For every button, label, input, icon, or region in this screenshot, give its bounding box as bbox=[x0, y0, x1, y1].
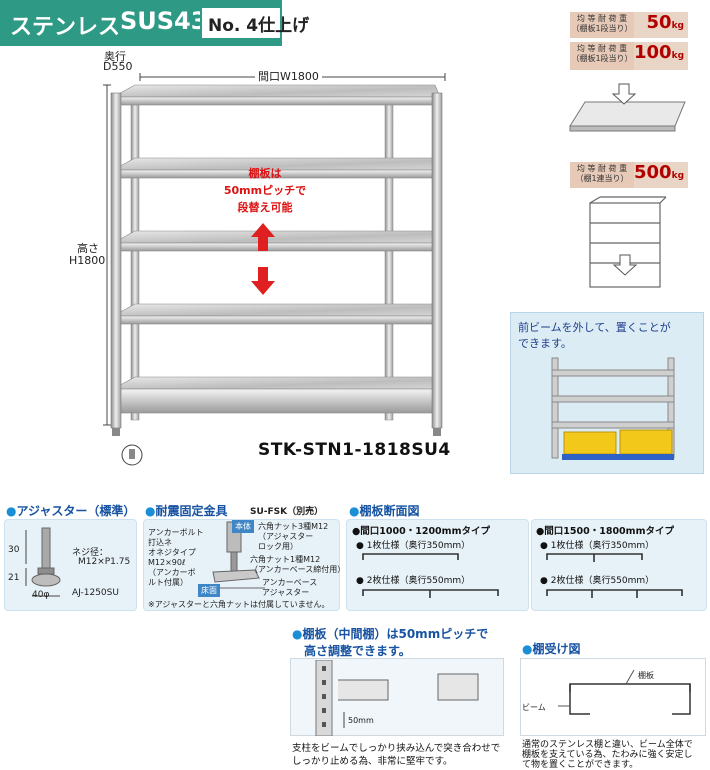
nut-1-note: 六角ナット1種M12 （アンカーベース締付用） bbox=[250, 555, 346, 574]
adjuster-dim-21: 21 bbox=[8, 573, 20, 583]
seismic-body-label: 本体 bbox=[232, 520, 254, 533]
model-number: STK-STN1-1818SU4 bbox=[258, 440, 451, 460]
adjuster-screw-label: ネジ径： bbox=[72, 548, 109, 558]
receiver-footnote: 通常のステンレス棚と違い、ビーム全体で 棚板を支えている為、たわみに強く安定し … bbox=[522, 740, 693, 770]
pitch-note-1: 棚板は bbox=[248, 167, 282, 180]
load-badge-2-value: 100kg bbox=[634, 42, 688, 70]
pitch-footnote: 支柱をビームでしっかり挟み込んで突き合わせで しっかり止める為、非常に堅牢です。 bbox=[292, 743, 501, 767]
load-badge-1-label: 均 等 耐 荷 重 （棚板1段当り） bbox=[570, 12, 634, 38]
receiver-beam-label: ビーム bbox=[522, 703, 546, 712]
section-left-title: ●間口1000・1200mmタイプ bbox=[352, 526, 490, 537]
load-badge-3-value: 500kg bbox=[634, 162, 688, 188]
anchor-base-note: アンカーベース アジャスター bbox=[262, 578, 318, 597]
finish-title: No. 4仕上げ bbox=[208, 16, 310, 36]
section-panel-right bbox=[531, 519, 707, 611]
section-left-profiles bbox=[362, 553, 499, 598]
section-left-two: ● 2枚仕様（奥行550mm） bbox=[356, 576, 471, 586]
photo-caption: 前ビームを外して、置くことが できます。 bbox=[518, 321, 671, 350]
shelf-board-icon bbox=[569, 83, 686, 132]
receiver-shelf-label: 棚板 bbox=[638, 671, 654, 680]
anchor-bolt-note: アンカーボルト 打込ネ オネジタイプ M12×90ℓ （アンカーボ ルト付属） bbox=[148, 528, 204, 587]
depth-label: 奥行 bbox=[104, 50, 126, 63]
pitch-dim: 50mm bbox=[348, 716, 374, 725]
section-right-one: ● 1枚仕様（奥行350mm） bbox=[540, 541, 655, 551]
load-badge-3-label: 均 等 耐 荷 重 （棚1連当り） bbox=[570, 162, 634, 188]
shelf-illustration bbox=[103, 73, 446, 466]
section-left-one: ● 1枚仕様（奥行350mm） bbox=[356, 541, 471, 551]
section-title: ●棚板断面図 bbox=[349, 504, 420, 518]
receiver-drawing bbox=[558, 669, 691, 715]
seismic-code: SU-FSK（別売） bbox=[250, 507, 324, 517]
section-right-two: ● 2枚仕様（奥行550mm） bbox=[540, 576, 655, 586]
rack-icon bbox=[589, 196, 667, 288]
section-right-title: ●間口1500・1800mmタイプ bbox=[536, 526, 674, 537]
depth-value: D550 bbox=[103, 60, 133, 73]
adjuster-code: AJ-1250SU bbox=[72, 588, 119, 598]
pitch-title: ●棚板（中間棚）は50mmピッチで 高さ調整できます。 bbox=[292, 627, 489, 658]
series-title: ステンレス bbox=[10, 15, 121, 40]
pitch-drawing bbox=[315, 660, 479, 736]
section-right-profiles bbox=[546, 553, 683, 598]
adjuster-title: ●アジャスター（標準） bbox=[6, 504, 136, 518]
receiver-title: ●棚受け図 bbox=[522, 642, 581, 656]
width-label: 間口W1800 bbox=[255, 68, 322, 84]
height-value: H1800 bbox=[69, 254, 106, 267]
receiver-figure bbox=[520, 658, 706, 736]
load-badge-1-value: 50kg bbox=[634, 12, 688, 38]
seismic-footnote: ※アジャスターと六角ナットは付属していません。 bbox=[148, 600, 330, 609]
pitch-note-3: 段替え可能 bbox=[237, 201, 293, 214]
seismic-title: ●耐震固定金具 bbox=[145, 504, 228, 518]
adjuster-drawing bbox=[25, 527, 61, 597]
height-label: 高さ bbox=[77, 242, 99, 255]
adjuster-dim-30: 30 bbox=[8, 545, 20, 555]
load-badge-2-label: 均 等 耐 荷 重 （棚板1段当り） bbox=[570, 42, 634, 70]
adjuster-screw-value: M12×P1.75 bbox=[78, 557, 131, 567]
seismic-floor-label: 床面 bbox=[198, 584, 220, 597]
adjuster-dim-40: 40φ bbox=[32, 590, 50, 600]
finish-box bbox=[200, 6, 282, 40]
photo-rack-illustration bbox=[551, 357, 675, 460]
nut-3-note: 六角ナット3種M12 （アジャスター ロック用） bbox=[258, 522, 329, 551]
pitch-note-2: 50mmピッチで bbox=[223, 184, 307, 197]
